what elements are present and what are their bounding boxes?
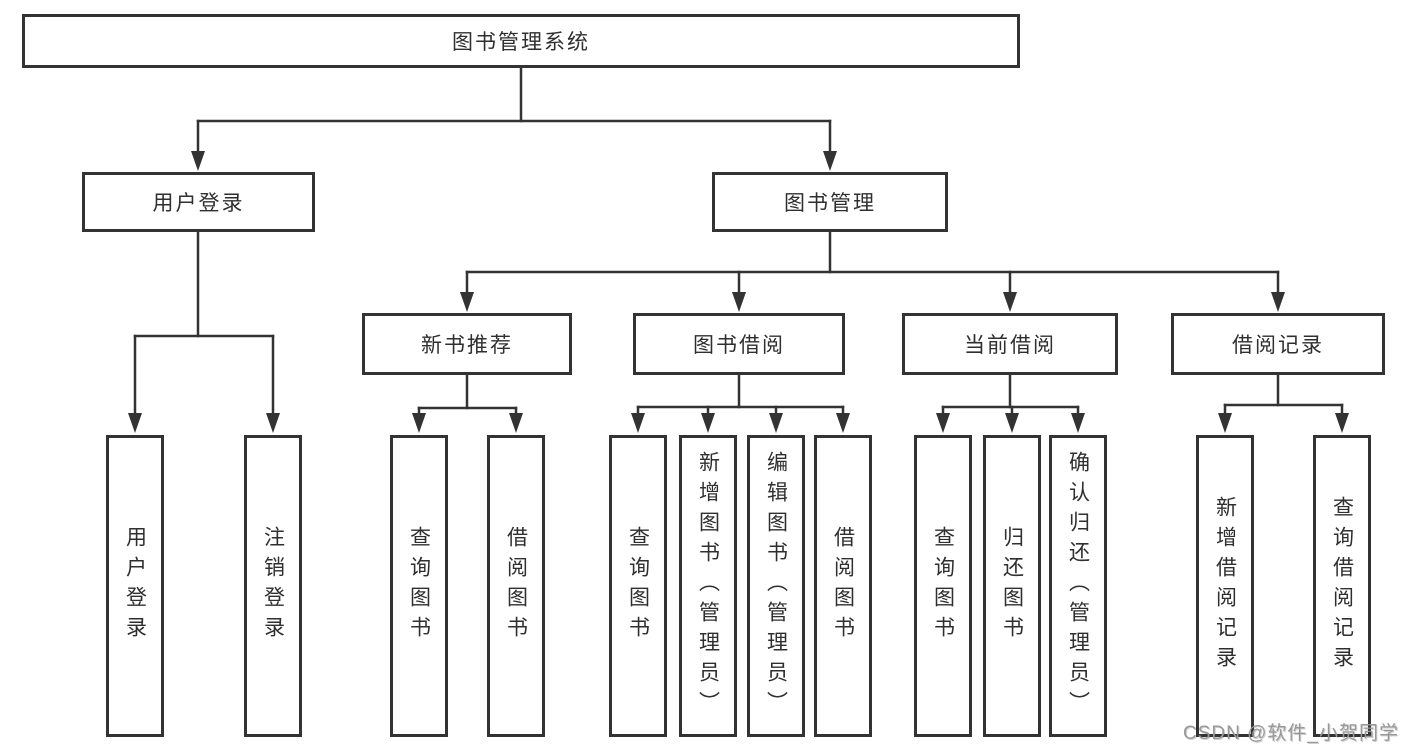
node-borrow-records: 借阅记录 (1171, 313, 1385, 375)
leaf-user-login: 用户登录 (106, 435, 164, 737)
leaf-borrow-books-borrowing: 借阅图书 (814, 435, 872, 737)
leaf-query-books-borrowing: 查询图书 (609, 435, 667, 737)
leaf-query-books-recommend: 查询图书 (390, 435, 448, 737)
node-library-system: 图书管理系统 (22, 14, 1020, 68)
leaf-edit-book-admin: 编辑图书（管理员） (747, 435, 805, 737)
leaf-logout-login: 注销登录 (244, 435, 302, 737)
leaf-return-books: 归还图书 (983, 435, 1041, 737)
node-book-management: 图书管理 (712, 172, 948, 232)
node-user-login: 用户登录 (82, 172, 315, 232)
leaf-query-borrow-record: 查询借阅记录 (1313, 435, 1371, 737)
leaf-confirm-return-admin: 确认归还（管理员） (1049, 435, 1107, 737)
node-new-book-recommend: 新书推荐 (362, 313, 572, 375)
node-current-borrowing: 当前借阅 (902, 313, 1118, 375)
leaf-borrow-books-recommend: 借阅图书 (487, 435, 545, 737)
csdn-watermark: CSDN @软件_小贺同学 (1183, 723, 1399, 744)
leaf-add-borrow-record: 新增借阅记录 (1196, 435, 1254, 737)
arrowheads (128, 151, 1349, 433)
node-book-borrowing: 图书借阅 (633, 313, 845, 375)
leaf-query-books-current: 查询图书 (914, 435, 972, 737)
leaf-add-book-admin: 新增图书（管理员） (679, 435, 737, 737)
